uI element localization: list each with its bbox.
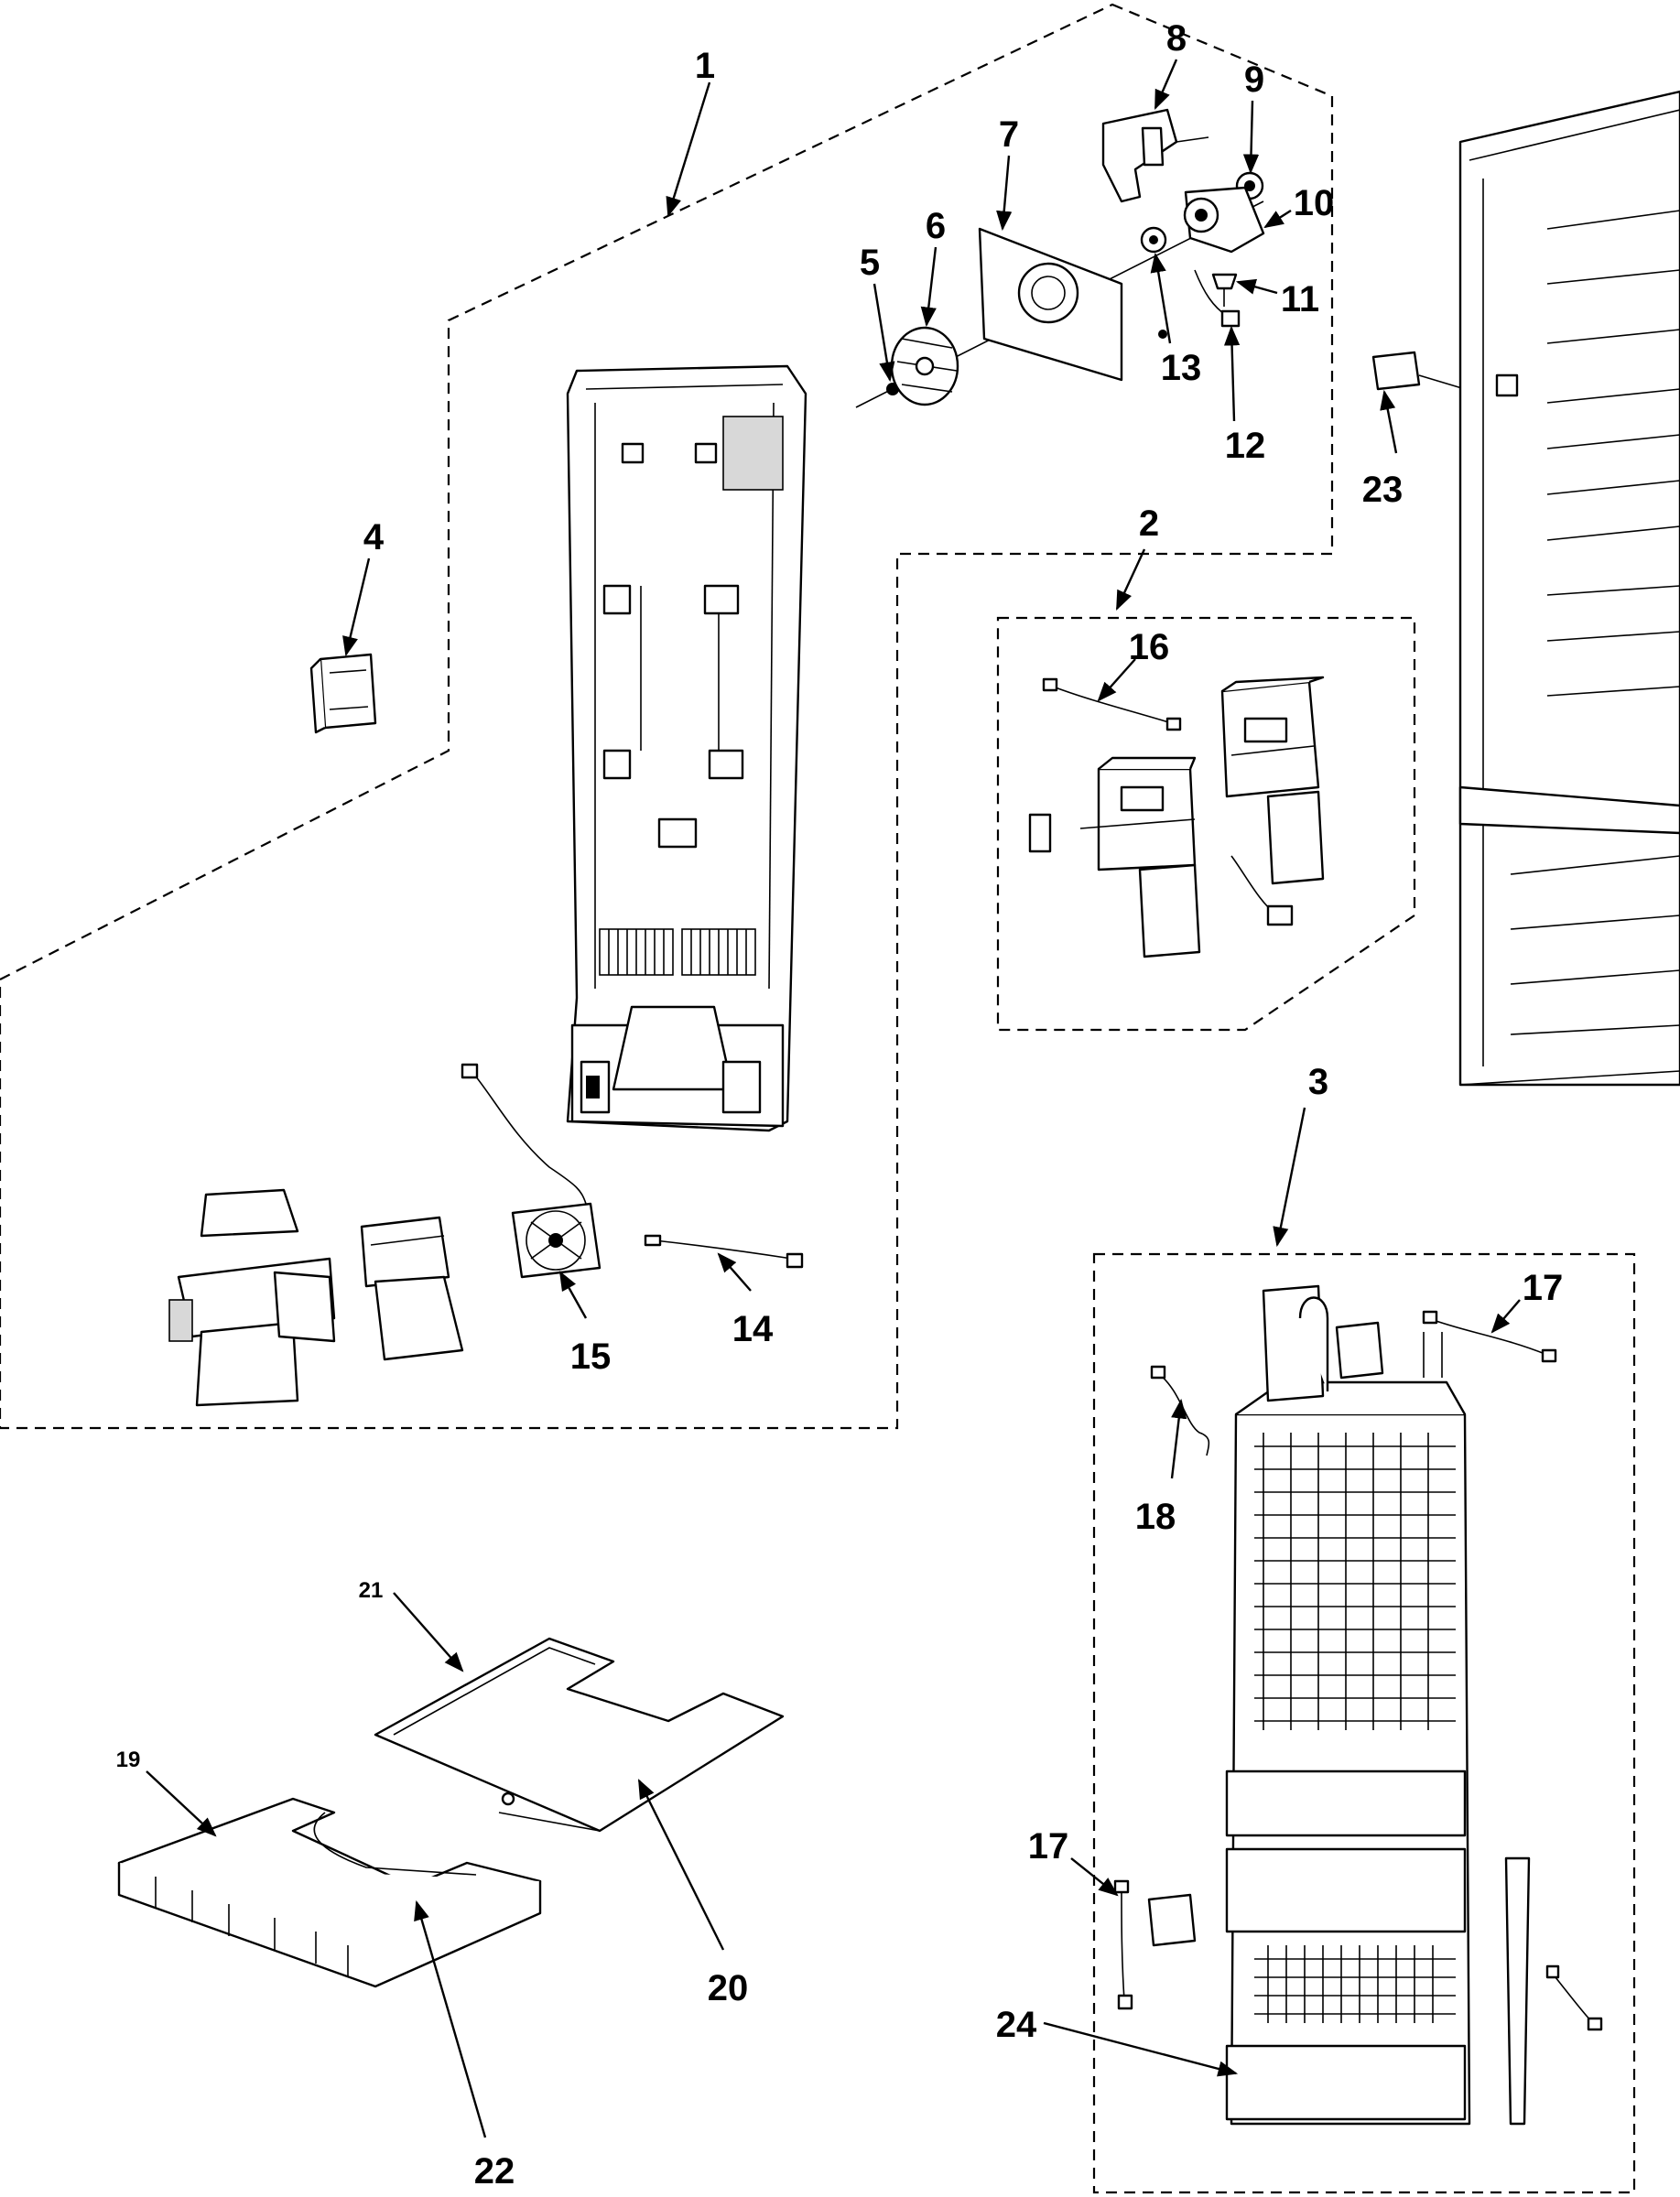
panel-vent-grille-right [681,928,756,976]
damper-assembly-b [1079,756,1201,958]
callout-12: 12 [1225,426,1266,466]
callout-7: 7 [999,114,1019,155]
callout-2: 2 [1139,503,1159,544]
damper-assembly-a [1220,676,1325,885]
fan-blade-6 [890,326,959,406]
callout-8: 8 [1166,18,1187,59]
callout-23: 23 [1362,470,1404,510]
duct-assembly-middle [360,1216,464,1361]
wire-connector-group2 [1230,855,1294,926]
duct-cap-4 [309,653,377,734]
callout-16: 16 [1129,627,1170,667]
callout-3: 3 [1308,1062,1328,1102]
wire-17-top [1422,1310,1557,1363]
sensor-small [1028,813,1052,853]
wire-defrost [1545,1964,1603,2031]
fan-bracket-plate-7 [978,227,1167,382]
callout-15: 15 [570,1337,612,1377]
screw-11 [1211,273,1238,307]
callout-24: 24 [996,2005,1037,2045]
callout-1: 1 [695,46,715,86]
callout-17-top: 17 [1523,1268,1564,1308]
callout-22: 22 [474,2151,515,2192]
callout-10: 10 [1294,183,1335,223]
wire-16 [1042,677,1182,731]
fan-motor-10 [1183,186,1265,254]
callout-13: 13 [1161,348,1202,388]
callout-18: 18 [1135,1497,1176,1537]
wire-17-bottom [1113,1879,1133,2010]
wire-harness-14 [644,1234,804,1269]
group-1-boundary [0,3,1334,1430]
duct-assembly-left [168,1188,336,1407]
motor-wire-12 [1194,269,1241,328]
refrigerator-cabinet [1458,90,1680,1087]
fan-15 [461,1063,602,1279]
callout-6: 6 [926,206,946,246]
sensor-bracket [1147,1893,1197,1947]
panel-vent-grille-left [599,928,674,976]
tray-21 [374,1637,785,1833]
group-2-boundary [996,616,1416,1032]
wire-18 [1150,1365,1210,1456]
callout-5: 5 [860,243,880,283]
grommet-13 [1140,226,1167,254]
callout-20: 20 [708,1968,749,2008]
callout-14: 14 [732,1309,774,1349]
evaporator-24 [1225,1284,1531,2126]
group-3-boundary [1092,1252,1636,2194]
callout-21: 21 [359,1578,384,1603]
evaporator-cover-panel [566,364,807,1132]
callout-17-bottom: 17 [1028,1826,1069,1867]
motor-bracket-8 [1101,108,1209,203]
evaporator-fins [1254,1433,1456,2023]
callouts: 1 2 3 4 5 6 7 8 9 10 11 12 13 14 15 16 1… [116,18,1564,2192]
tray-19 [117,1797,542,1988]
callout-19: 19 [116,1748,141,1772]
callout-11: 11 [1281,279,1319,319]
callout-4: 4 [363,517,385,557]
leader-lines [146,59,1521,2138]
callout-9: 9 [1244,60,1264,100]
